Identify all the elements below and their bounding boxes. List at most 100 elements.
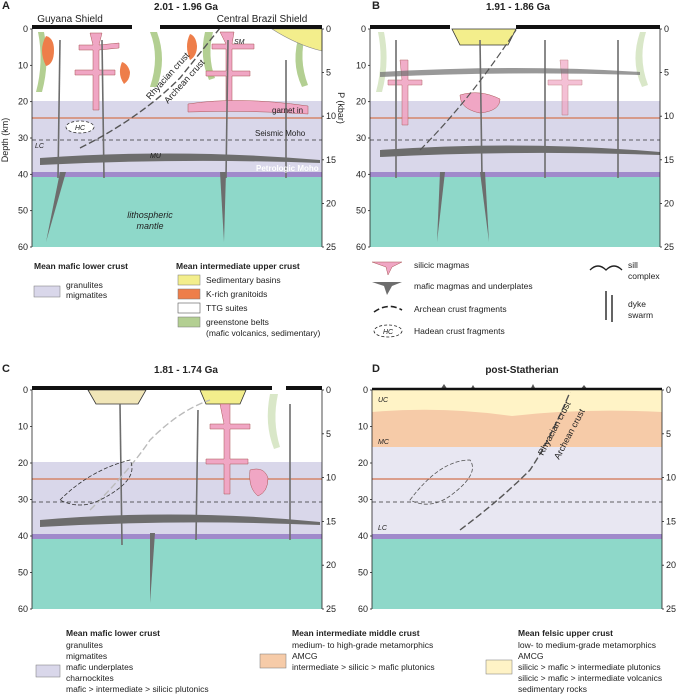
panel-a: A 2.01 - 1.96 Ga Guyana Shield Central B… — [0, 0, 346, 252]
legend-lower-crust-title: Mean mafic lower crust — [34, 261, 128, 271]
pressure-tick: 25 — [666, 604, 676, 614]
depth-tick: 60 — [356, 242, 366, 252]
depth-tick: 10 — [358, 422, 368, 432]
pressure-tick: 15 — [326, 155, 336, 165]
middle-crust-layer — [372, 409, 662, 447]
pressure-tick: 20 — [666, 560, 676, 570]
silicic-magma-body — [249, 468, 269, 497]
label-central-brazil-shield: Central Brazil Shield — [217, 14, 308, 25]
depth-tick: 40 — [358, 531, 368, 541]
legend-k-granitoid-swatch — [177, 288, 201, 300]
legend-item: AMCG — [518, 651, 544, 661]
legend-d-lower-title: Mean mafic lower crust — [66, 628, 160, 638]
rhyacian-archean-boundary — [419, 29, 517, 151]
depth-ticks: 0 10 20 30 40 50 60 — [18, 385, 32, 614]
pressure-tick: 5 — [664, 68, 669, 78]
legend-item: silicic magmas — [414, 260, 469, 270]
legend-item: granulites — [66, 640, 103, 650]
depth-tick: 30 — [356, 133, 366, 143]
depth-tick: 60 — [18, 242, 28, 252]
greenstone-belt — [267, 394, 280, 449]
sedimentary-basin — [199, 389, 247, 405]
pressure-ticks: 0 5 10 15 20 25 — [660, 24, 674, 252]
legend-item: sill — [628, 260, 638, 270]
pressure-tick: 5 — [666, 429, 671, 439]
panel-c: C 1.81 - 1.74 Ga 0 10 20 30 40 — [2, 363, 336, 614]
upper-crust-layer — [32, 390, 322, 462]
label-sm: SM — [234, 39, 245, 46]
petrologic-moho-band — [372, 534, 662, 539]
mafic-magma-conduit — [46, 172, 66, 242]
pressure-tick: 0 — [666, 385, 671, 395]
mafic-magma-conduit — [437, 172, 445, 242]
label-garnet-in: garnet in — [272, 106, 303, 115]
surface-bar — [32, 386, 272, 390]
panel-c-title: 1.81 - 1.74 Ga — [154, 365, 218, 376]
lithospheric-mantle-layer — [32, 539, 322, 609]
legend-item: greenstone belts — [206, 317, 269, 327]
pressure-tick: 25 — [326, 604, 336, 614]
legend-item: Hadean crust fragments — [414, 326, 505, 336]
legend-item: Archean crust fragments — [414, 304, 507, 314]
legend-d-upper-title: Mean felsic upper crust — [518, 628, 613, 638]
pressure-tick: 10 — [326, 473, 336, 483]
legend-panel-b: silicic magmas mafic magmas and underpla… — [371, 260, 660, 338]
legend-greenstone-swatch — [177, 316, 201, 328]
legend-lower-crust-swatch — [33, 285, 61, 298]
legend-item: migmatites — [66, 651, 107, 661]
pressure-tick: 0 — [326, 24, 331, 34]
legend-silicic-symbol — [371, 261, 403, 276]
mafic-underplate — [380, 145, 660, 157]
legend-item: Sedimentary basins — [206, 275, 281, 285]
legend-item: low- to medium-grade metamorphics — [518, 640, 656, 650]
mafic-magma-conduit — [480, 172, 489, 242]
depth-ticks: 0 10 20 30 40 50 60 — [18, 24, 32, 252]
legend-item: sedimentary rocks — [518, 684, 587, 694]
legend-item: complex — [628, 271, 660, 281]
depth-tick: 20 — [356, 97, 366, 107]
mafic-magma-conduit — [220, 172, 226, 242]
panel-a-letter: A — [2, 0, 10, 12]
label-mantle: mantle — [136, 221, 163, 231]
legend-upper-crust-title: Mean intermediate upper crust — [176, 261, 300, 271]
rhyacian-archean-boundary — [79, 27, 221, 149]
surface-bar — [32, 25, 132, 29]
lower-crust-layer — [370, 101, 660, 174]
pressure-tick: 10 — [664, 111, 674, 121]
pressure-tick: 5 — [326, 429, 331, 439]
legend-item: mafic underplates — [66, 662, 133, 672]
label-uc: UC — [378, 397, 389, 404]
legend-item: TTG suites — [206, 303, 248, 313]
k-granitoid — [119, 62, 130, 84]
upper-crust-layer — [370, 29, 660, 101]
label-petrologic-moho: Petrologic Moho — [256, 164, 319, 173]
depth-tick: 30 — [358, 495, 368, 505]
pressure-ticks: 0 5 10 15 20 25 — [322, 385, 336, 614]
depth-tick: 40 — [356, 169, 366, 179]
pressure-tick: 20 — [326, 198, 336, 208]
legend-item: intermediate > silicic > mafic plutonics — [292, 662, 435, 672]
petrologic-moho-band — [32, 172, 322, 177]
legend-hc-label: HC — [383, 329, 394, 336]
legend-sedimentary-swatch — [177, 274, 201, 286]
silicic-magma-body — [387, 59, 423, 126]
panel-d: D post-Statherian Rhyacian crust Archean… — [358, 363, 676, 614]
depth-tick: 20 — [358, 458, 368, 468]
rhyacian-archean-boundary — [459, 391, 571, 531]
mafic-magma-conduit — [150, 533, 155, 603]
mafic-underplate — [40, 514, 320, 527]
hadean-crust-fragment — [65, 120, 95, 134]
greenstone-belt — [376, 32, 387, 92]
pressure-tick: 20 — [664, 198, 674, 208]
legend-sill-symbol — [589, 265, 623, 271]
depth-tick: 50 — [358, 568, 368, 578]
label-lc: LC — [35, 143, 45, 150]
legend-d-lower-swatch — [35, 664, 61, 678]
silicic-sill — [187, 100, 309, 115]
legend-item: silicic > mafic > intermediate plutonics — [518, 662, 661, 672]
pressure-ticks: 0 5 10 15 20 25 — [662, 385, 676, 614]
depth-ticks: 0 10 20 30 40 50 60 — [358, 385, 372, 614]
pressure-axis-label: P (kbar) — [336, 92, 346, 124]
depth-tick: 60 — [18, 604, 28, 614]
